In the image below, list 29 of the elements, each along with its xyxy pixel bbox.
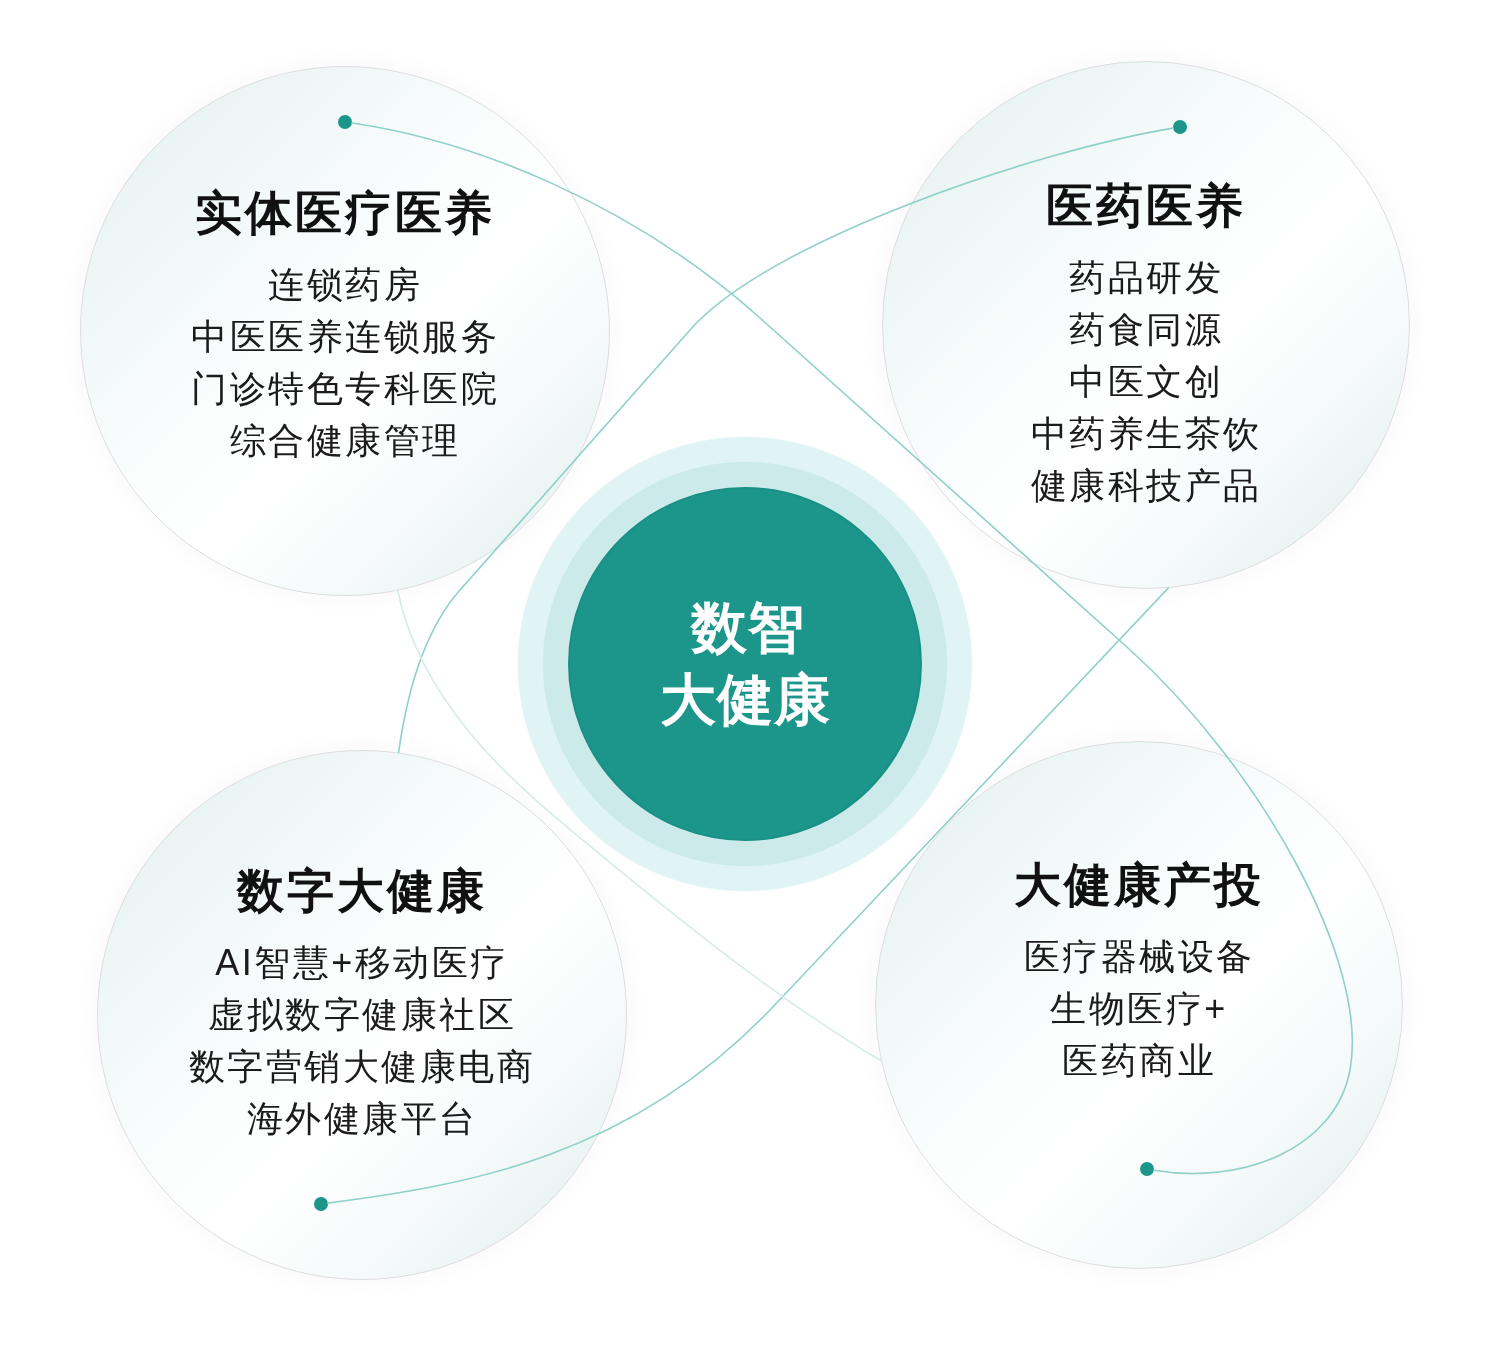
topic-title: 实体医疗医养	[195, 185, 495, 241]
topic-item: 门诊特色专科医院	[191, 367, 499, 411]
topic-item: 连锁药房	[268, 263, 422, 307]
topic-item: 医药商业	[1062, 1039, 1216, 1083]
endpoint-dot	[1140, 1162, 1154, 1176]
endpoint-dot	[314, 1197, 328, 1211]
topic-item: 生物医疗+	[1050, 987, 1228, 1031]
topic-item: 医疗器械设备	[1023, 935, 1255, 979]
topic-item: 健康科技产品	[1030, 464, 1262, 508]
topic-item: 数字营销大健康电商	[188, 1045, 536, 1089]
topic-item: 中医医养连锁服务	[191, 315, 499, 359]
topic-item: 海外健康平台	[246, 1097, 478, 1141]
topic-item: 中药养生茶饮	[1030, 412, 1262, 456]
topic-title: 医药医养	[1046, 178, 1246, 234]
topic-item: 虚拟数字健康社区	[208, 993, 516, 1037]
topic-item: 综合健康管理	[229, 419, 461, 463]
topic-item: 中医文创	[1069, 360, 1223, 404]
endpoint-dot	[1173, 120, 1187, 134]
endpoint-dot	[338, 115, 352, 129]
topic-item: 药品研发	[1069, 256, 1223, 300]
connector-line	[351, 122, 1354, 1175]
topic-title: 大健康产投	[1014, 857, 1264, 913]
connector-line	[397, 589, 882, 1062]
topic-title: 数字大健康	[237, 863, 487, 919]
hub-label: 数智大健康	[658, 595, 832, 733]
topic-item: AI智慧+移动医疗	[215, 941, 509, 985]
connector-line	[397, 127, 1174, 754]
connector-line	[327, 587, 1169, 1204]
topic-item: 药食同源	[1069, 308, 1223, 352]
